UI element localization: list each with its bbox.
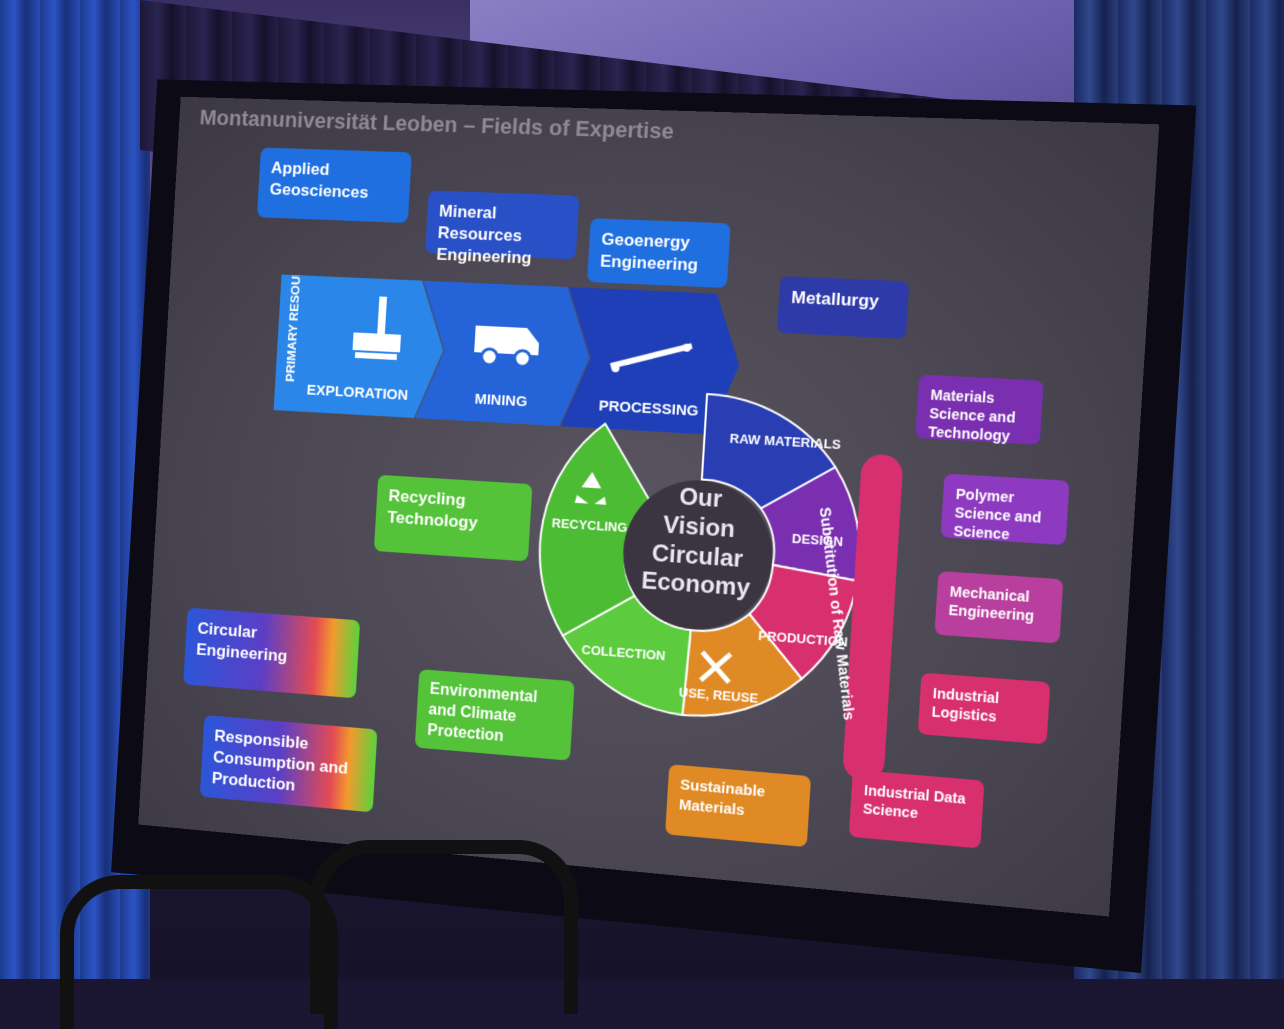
circular-economy-ring: Our Vision Circular Economy RAW MATERIAL… [519,375,882,739]
box-industrial-logistics: Industrial Logistics [917,672,1051,745]
ring-segments [519,375,882,739]
box-polymer-science: Polymer Science and Science [940,473,1070,546]
box-mechanical: Mechanical Engineering [934,570,1064,644]
ring-center [618,476,777,635]
conveyor-icon [605,334,697,378]
mining-truck-icon [471,321,542,369]
stair-rail-right [310,840,578,1014]
box-recycling-technology: Recycling Technology [373,474,533,562]
box-sustainable-materials: Sustainable Materials [665,764,812,848]
segment-raw-materials [700,394,839,513]
center-vision-text: Our Vision Circular Economy [635,481,763,605]
exploration-label: EXPLORATION [306,381,409,404]
segment-production [746,564,858,683]
box-circular-engineering: Circular Engineering [183,607,361,699]
chevron-processing: PROCESSING [561,287,744,436]
stair-rail-left [60,875,338,1029]
process-chevron-row: PRIMARY RESOURCES EXPLORATION MINING PRO… [273,274,892,454]
box-applied-geosciences: Applied Geosciences [256,147,412,224]
projection-screen: Montanuniversität Leoben – Fields of Exp… [138,96,1160,917]
box-responsible: Responsible Consumption and Production [199,714,378,813]
drill-rig-icon [347,295,408,366]
slide-title: Montanuniversität Leoben – Fields of Exp… [199,105,675,144]
primary-resources-label: PRIMARY RESOURCES [282,240,306,383]
box-materials-science: Materials Science and Technology [915,374,1044,445]
box-geoenergy: Geoenergy Engineering [587,218,731,288]
box-mineral-resources: Mineral Resources Engineering [425,190,580,268]
recycle-icon [574,470,609,505]
segment-use-reuse [682,610,805,725]
chevron-mining: MINING [415,281,593,428]
box-industrial-data: Industrial Data Science [848,769,985,849]
segment-recycling [535,421,655,642]
tools-icon [694,646,737,689]
chevron-exploration: PRIMARY RESOURCES EXPLORATION [274,274,448,419]
segment-collection [558,591,692,715]
